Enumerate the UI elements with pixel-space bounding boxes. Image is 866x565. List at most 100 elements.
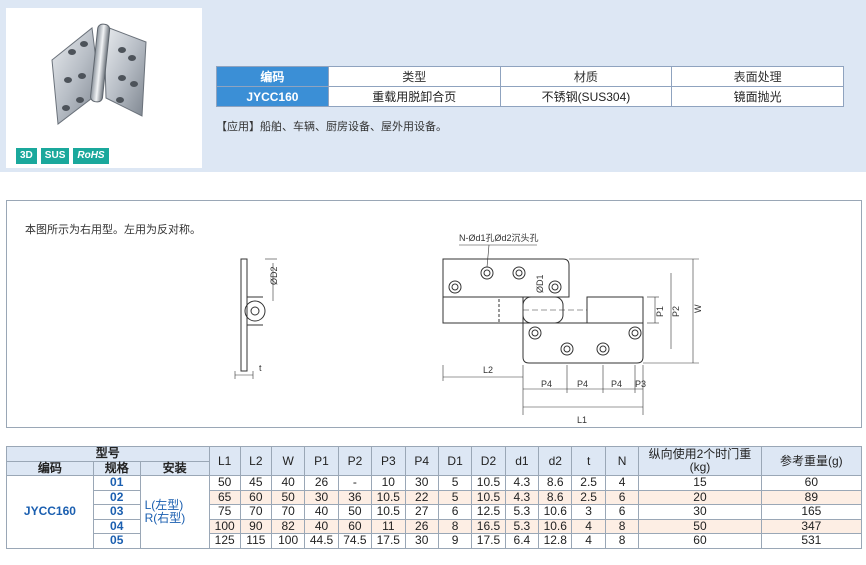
spec-cell: 45 xyxy=(239,475,272,491)
spec-cell: 100 xyxy=(270,533,306,549)
spec-cell: 50 xyxy=(638,518,762,534)
col-code: 编码 xyxy=(6,460,94,476)
info-header-material: 材质 xyxy=(499,66,673,87)
spec-code: JYCC160 xyxy=(6,475,94,549)
spec-cell: 40 xyxy=(304,518,339,534)
hinge-product-image xyxy=(44,20,154,132)
col-door-weight: 纵向使用2个时门重(kg) xyxy=(638,446,762,476)
spec-cell: 60 xyxy=(638,533,762,549)
spec-cell: 165 xyxy=(760,504,863,520)
label-p1: P1 xyxy=(655,306,665,317)
spec-cell: 30 xyxy=(404,533,439,549)
spec-cell: 50 xyxy=(208,475,241,491)
spec-cell: 6.4 xyxy=(504,533,540,549)
spec-cell: 4 xyxy=(604,475,640,491)
col-n: N xyxy=(604,446,640,476)
spec-cell: 26 xyxy=(304,475,339,491)
technical-drawing-panel: 本图所示为右用型。左用为反对称。 xyxy=(6,200,862,428)
col-ref-weight: 参考重量(g) xyxy=(760,446,863,476)
install-option: L(左型) xyxy=(144,497,184,512)
spec-cell: 90 xyxy=(239,518,272,534)
spec-cell: 10.5 xyxy=(471,475,506,491)
spec-cell: 10.5 xyxy=(371,504,406,520)
spec-cell: 10.6 xyxy=(538,518,573,534)
label-l2: L2 xyxy=(483,365,493,375)
col-d1-lower: d1 xyxy=(504,446,540,476)
col-t: t xyxy=(571,446,606,476)
spec-cell: 44.5 xyxy=(304,533,339,549)
spec-install: L(左型)R(右型) xyxy=(139,475,210,549)
spec-cell: 20 xyxy=(638,489,762,505)
spec-size[interactable]: 02 xyxy=(92,489,141,505)
spec-cell: 40 xyxy=(270,475,306,491)
info-code: JYCC160 xyxy=(216,86,329,107)
spec-cell: 6 xyxy=(604,489,640,505)
application-note: 【应用】船舶、车辆、厨房设备、屋外用设备。 xyxy=(216,121,447,133)
spec-cell: 17.5 xyxy=(471,533,506,549)
label-p2: P2 xyxy=(671,306,681,317)
col-p4: P4 xyxy=(404,446,439,476)
spec-cell: 115 xyxy=(239,533,272,549)
label-d2: ØD2 xyxy=(269,266,279,285)
spec-cell: - xyxy=(337,475,373,491)
hole-label: N-Ød1孔Ød2沉头孔 xyxy=(459,233,539,243)
label-p3: P3 xyxy=(635,379,646,389)
spec-size[interactable]: 01 xyxy=(92,475,141,491)
spec-cell: 11 xyxy=(371,518,406,534)
badge-3d: 3D xyxy=(16,148,37,164)
spec-cell: 30 xyxy=(404,475,439,491)
spec-cell: 12.5 xyxy=(471,504,506,520)
spec-group-header: 型号 xyxy=(6,446,210,462)
col-size: 规格 xyxy=(92,460,141,476)
spec-cell: 9 xyxy=(437,533,473,549)
spec-cell: 50 xyxy=(337,504,373,520)
spec-cell: 70 xyxy=(270,504,306,520)
col-l1: L1 xyxy=(208,446,241,476)
spec-size[interactable]: 05 xyxy=(92,533,141,549)
spec-cell: 60 xyxy=(760,475,863,491)
spec-cell: 89 xyxy=(760,489,863,505)
spec-cell: 50 xyxy=(270,489,306,505)
spec-cell: 75 xyxy=(208,504,241,520)
info-header-type: 类型 xyxy=(327,66,501,87)
spec-cell: 30 xyxy=(304,489,339,505)
spec-cell: 10.6 xyxy=(538,504,573,520)
col-d2-upper: D2 xyxy=(471,446,506,476)
spec-cell: 8 xyxy=(437,518,473,534)
spec-cell: 74.5 xyxy=(337,533,373,549)
spec-cell: 4.3 xyxy=(504,475,540,491)
spec-cell: 65 xyxy=(208,489,241,505)
spec-cell: 4 xyxy=(571,533,606,549)
upper-leaf-holes xyxy=(448,266,562,294)
spec-cell: 6 xyxy=(437,504,473,520)
label-l1: L1 xyxy=(577,415,587,425)
col-p1: P1 xyxy=(304,446,339,476)
spec-cell: 5.3 xyxy=(504,504,540,520)
col-p2: P2 xyxy=(337,446,373,476)
badge-rohs: RoHS xyxy=(73,148,109,164)
col-l2: L2 xyxy=(239,446,272,476)
side-view-plate xyxy=(240,258,248,372)
spec-cell: 30 xyxy=(638,504,762,520)
info-type: 重载用脱卸合页 xyxy=(327,86,501,107)
spec-cell: 60 xyxy=(337,518,373,534)
label-p4-b: P4 xyxy=(577,379,588,389)
spec-cell: 125 xyxy=(208,533,241,549)
spec-size[interactable]: 03 xyxy=(92,504,141,520)
label-t: t xyxy=(259,363,262,373)
col-install: 安装 xyxy=(139,460,210,476)
spec-cell: 27 xyxy=(404,504,439,520)
spec-cell: 36 xyxy=(337,489,373,505)
badge-sus: SUS xyxy=(40,148,70,164)
spec-cell: 5 xyxy=(437,489,473,505)
spec-cell: 347 xyxy=(760,518,863,534)
spec-cell: 17.5 xyxy=(371,533,406,549)
spec-cell: 26 xyxy=(404,518,439,534)
product-header-panel: 3D SUS RoHS 编码 类型 材质 表面处理 JYCC160 重载用脱卸合… xyxy=(0,0,866,172)
drawing-note: 本图所示为右用型。左用为反对称。 xyxy=(25,224,201,236)
spec-size[interactable]: 04 xyxy=(92,518,141,534)
spec-cell: 3 xyxy=(571,504,606,520)
